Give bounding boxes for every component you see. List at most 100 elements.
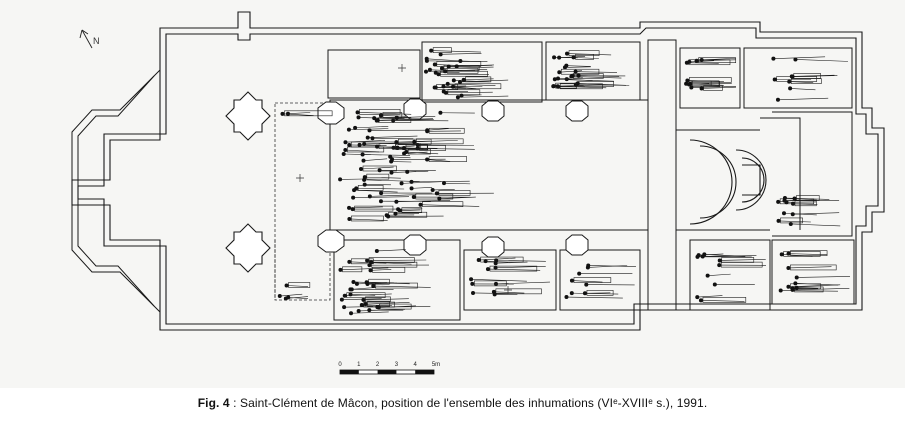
burial-marker	[577, 271, 582, 276]
burial-marker	[551, 84, 556, 89]
burial-leader	[796, 287, 819, 289]
burial-marker	[441, 89, 446, 94]
burial-leader	[340, 267, 389, 271]
scale-tick-2: 2	[376, 362, 380, 368]
burial-marker	[569, 278, 574, 283]
burial-marker	[349, 311, 354, 316]
burial-leader	[587, 265, 628, 268]
burial-marker	[451, 78, 456, 83]
grave-outline	[495, 288, 542, 295]
burial-leader	[414, 140, 458, 143]
burial-leader	[344, 306, 374, 308]
burial-marker	[389, 159, 394, 164]
burial-leader	[443, 182, 471, 185]
burial-marker	[564, 77, 569, 82]
burial-leader	[792, 212, 840, 215]
burial-leader	[369, 194, 417, 197]
burial-marker	[571, 55, 576, 60]
burial-leader	[559, 70, 582, 73]
burial-leader	[578, 75, 620, 77]
burial-marker	[557, 70, 562, 75]
grave-outline	[446, 67, 479, 74]
survey-crosses	[296, 64, 512, 294]
burial-marker	[425, 129, 430, 134]
burial-marker	[552, 77, 557, 82]
burial-marker	[470, 281, 475, 286]
grave-outline	[438, 190, 471, 196]
burial-marker	[357, 142, 362, 147]
burial-marker	[361, 297, 366, 302]
burial-leader	[396, 116, 436, 118]
burial-leader	[364, 179, 420, 182]
grave-outline	[575, 54, 594, 60]
grave-outline	[721, 257, 755, 263]
burial-marker	[784, 200, 789, 205]
caption-text: Saint-Clément de Mâcon, position de l'en…	[239, 396, 708, 410]
burial-leader	[376, 119, 434, 121]
burial-marker	[372, 116, 377, 121]
burial-marker	[584, 282, 589, 287]
grave-outline	[790, 78, 822, 84]
burial-marker	[454, 64, 459, 69]
burial-leader	[420, 204, 480, 207]
grave-outline	[454, 83, 502, 90]
burial-leader	[792, 287, 850, 291]
burial-marker	[689, 85, 694, 90]
burial-leader	[288, 297, 309, 300]
grave-outline	[351, 215, 384, 222]
burial-marker	[347, 259, 352, 264]
burial-leader	[575, 71, 618, 73]
grave-outline	[691, 80, 720, 87]
grave-outline	[368, 257, 415, 263]
burial-marker	[695, 254, 700, 259]
scale-tick-3: 3	[395, 362, 399, 368]
grave-outline	[720, 261, 763, 268]
earlier-church-outline	[274, 102, 331, 301]
burial-marker	[430, 187, 435, 192]
burial-marker	[565, 51, 570, 56]
grave-outline	[794, 286, 824, 293]
burial-marker	[493, 265, 498, 270]
burial-leader	[795, 59, 849, 62]
burial-marker	[792, 196, 797, 201]
burial-leader	[370, 269, 392, 271]
burial-leader	[495, 261, 528, 264]
burial-leader	[554, 78, 614, 82]
burial-leader	[363, 298, 409, 301]
burial-marker	[569, 74, 574, 79]
burial-marker	[582, 291, 587, 296]
burial-leader	[701, 86, 737, 89]
burial-leader	[495, 265, 546, 269]
grave-outline	[354, 205, 394, 212]
burial-marker	[365, 258, 370, 263]
scale-bar-icon: 0 1 2 3 4 5m	[338, 362, 440, 375]
burial-marker	[493, 261, 498, 266]
burial-marker	[285, 111, 290, 116]
burial-marker	[377, 168, 382, 173]
burial-marker	[280, 111, 285, 116]
burial-marker	[442, 181, 447, 186]
burial-marker	[434, 191, 439, 196]
burial-marker	[359, 166, 364, 171]
burial-marker	[771, 56, 776, 61]
grave-outline	[443, 65, 480, 71]
burial-leader	[345, 149, 380, 153]
burial-marker	[342, 293, 347, 298]
burial-marker	[781, 211, 786, 216]
grave-outline	[422, 201, 464, 208]
burial-marker	[438, 110, 443, 115]
burial-leader	[427, 159, 451, 162]
burial-marker	[394, 115, 399, 120]
burial-marker	[409, 186, 414, 191]
grave-outline	[428, 127, 465, 134]
burial-marker	[439, 66, 444, 71]
burial-leader	[452, 86, 477, 89]
grave-outline	[474, 280, 507, 287]
burial-marker	[412, 139, 417, 144]
burial-marker	[569, 291, 574, 296]
apse	[689, 139, 767, 225]
burial-marker	[369, 260, 374, 265]
burial-leader	[360, 166, 394, 170]
grave-outline	[351, 258, 374, 265]
burial-leader	[373, 285, 431, 288]
